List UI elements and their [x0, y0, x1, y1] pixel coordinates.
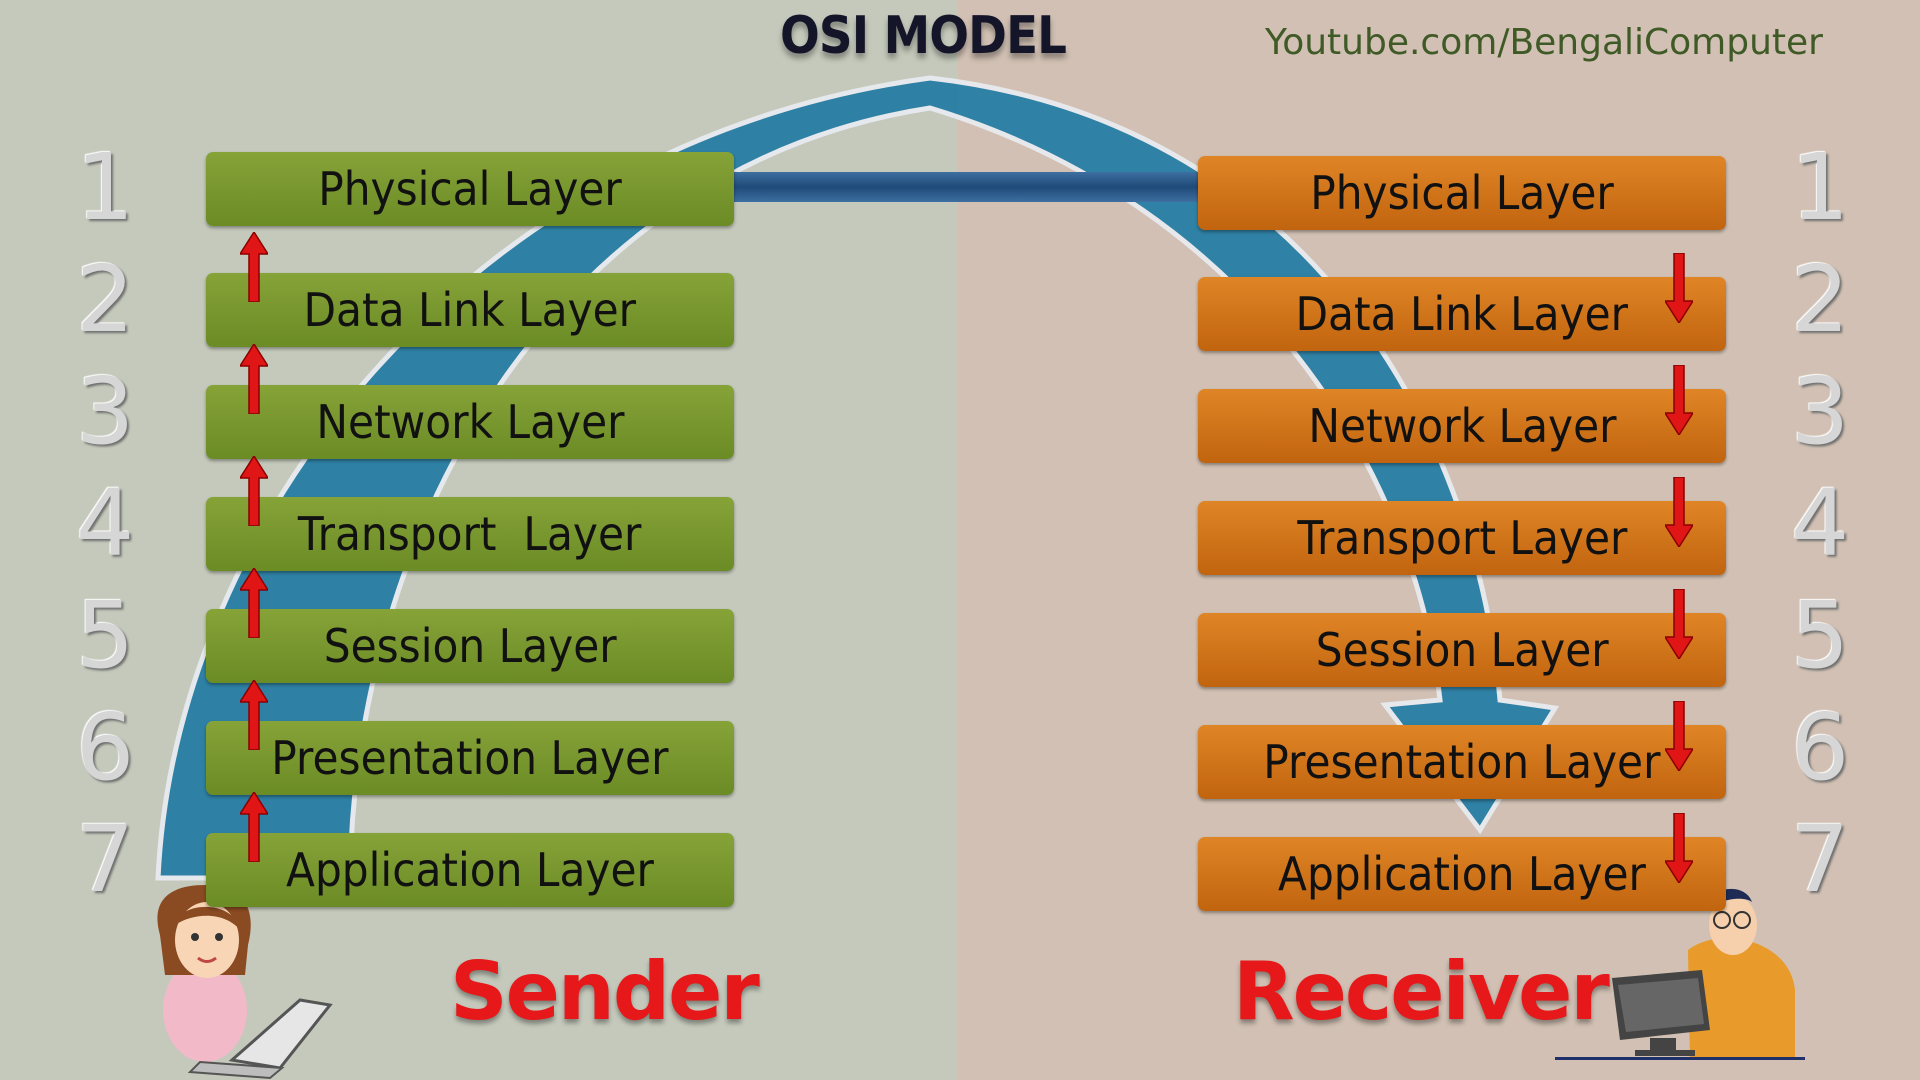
receiver-application-layer: Application Layer [1198, 837, 1726, 911]
receiver-network-layer: Network Layer [1198, 389, 1726, 463]
page-title: OSI MODEL [780, 6, 1067, 66]
up-arrow-icon [240, 568, 268, 638]
layer-label: Network Layer [1307, 399, 1617, 453]
layer-label: Application Layer [286, 843, 654, 897]
layer-label: Network Layer [315, 395, 625, 449]
sender-layer-number: 6 [75, 694, 135, 801]
receiver-layer-number: 2 [1790, 246, 1850, 353]
up-arrow-icon [240, 680, 268, 750]
layer-label: Application Layer [1278, 847, 1646, 901]
receiver-layer-number: 5 [1790, 582, 1850, 689]
receiver-layer-number: 1 [1790, 134, 1850, 241]
up-arrow-icon [240, 232, 268, 302]
sender-data-link-layer: Data Link Layer [206, 273, 734, 347]
layer-label: Data Link Layer [303, 283, 637, 337]
sender-application-layer: Application Layer [206, 833, 734, 907]
sender-network-layer: Network Layer [206, 385, 734, 459]
receiver-layer-number: 6 [1790, 694, 1850, 801]
layer-label: Presentation Layer [271, 731, 669, 785]
down-arrow-icon [1665, 253, 1693, 323]
sender-physical-layer: Physical Layer [206, 152, 734, 226]
sender-transport-layer: Transport Layer [206, 497, 734, 571]
physical-link-cable [733, 172, 1203, 202]
layer-label: Physical Layer [1310, 166, 1614, 220]
receiver-transport-layer: Transport Layer [1198, 501, 1726, 575]
layer-label: Transport Layer [1296, 511, 1628, 565]
layer-label: Session Layer [323, 619, 617, 673]
receiver-layer-number: 7 [1790, 806, 1850, 913]
sender-layer-number: 4 [75, 470, 135, 577]
sender-presentation-layer: Presentation Layer [206, 721, 734, 795]
down-arrow-icon [1665, 365, 1693, 435]
up-arrow-icon [240, 344, 268, 414]
down-arrow-icon [1665, 589, 1693, 659]
down-arrow-icon [1665, 477, 1693, 547]
up-arrow-icon [240, 456, 268, 526]
receiver-layer-number: 4 [1790, 470, 1850, 577]
sender-label: Sender [450, 945, 760, 1038]
receiver-label: Receiver [1233, 945, 1610, 1038]
sender-layer-number: 3 [75, 358, 135, 465]
down-arrow-icon [1665, 701, 1693, 771]
sender-layer-number: 2 [75, 246, 135, 353]
up-arrow-icon [240, 792, 268, 862]
receiver-presentation-layer: Presentation Layer [1198, 725, 1726, 799]
sender-session-layer: Session Layer [206, 609, 734, 683]
layer-label: Data Link Layer [1295, 287, 1629, 341]
receiver-data-link-layer: Data Link Layer [1198, 277, 1726, 351]
layer-label: Physical Layer [318, 162, 622, 216]
receiver-session-layer: Session Layer [1198, 613, 1726, 687]
sender-layer-number: 1 [75, 134, 135, 241]
sender-person-illustration [157, 885, 333, 1080]
layer-label: Transport Layer [298, 507, 642, 561]
sender-layer-number: 7 [75, 806, 135, 913]
sender-layer-number: 5 [75, 582, 135, 689]
layer-label: Session Layer [1315, 623, 1609, 677]
channel-url: Youtube.com/BengaliComputer [1265, 22, 1823, 63]
receiver-layer-number: 3 [1790, 358, 1850, 465]
receiver-physical-layer: Physical Layer [1198, 156, 1726, 230]
layer-label: Presentation Layer [1263, 735, 1661, 789]
down-arrow-icon [1665, 813, 1693, 883]
